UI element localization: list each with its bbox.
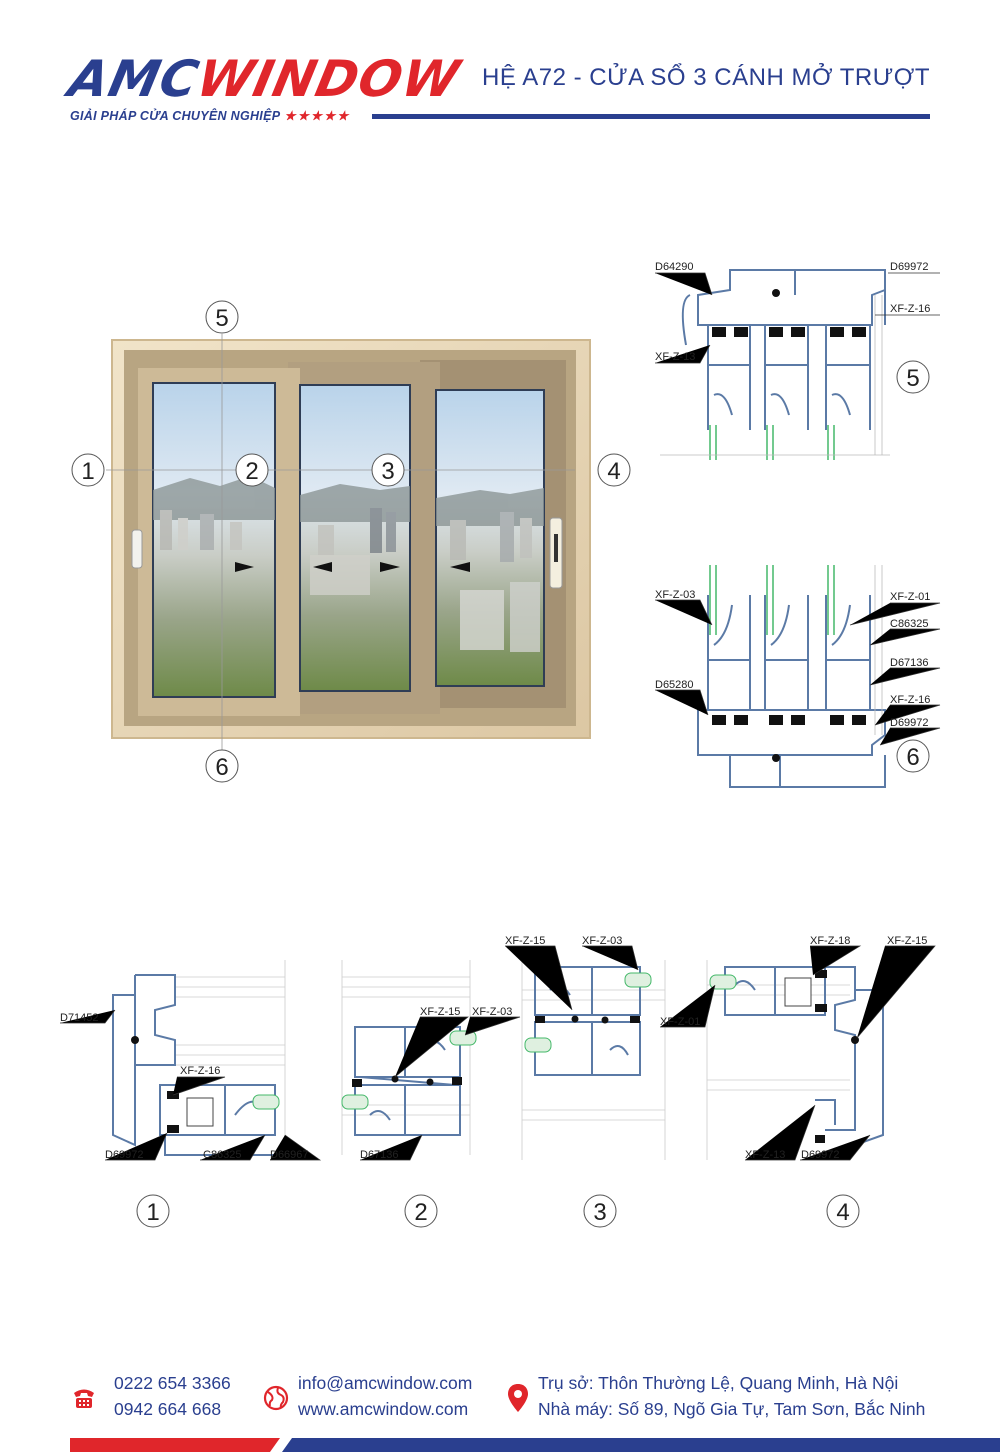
marker-3: 3	[371, 453, 405, 487]
slide-arrow-right	[380, 562, 400, 572]
svg-text:XF-Z-03: XF-Z-03	[582, 935, 622, 947]
svg-text:XF-Z-03: XF-Z-03	[472, 1006, 512, 1018]
svg-text:D67136: D67136	[360, 1149, 399, 1161]
tagline-text: GIẢI PHÁP CỬA CHUYÊN NGHIỆP	[70, 109, 281, 123]
svg-text:1: 1	[81, 458, 94, 485]
svg-text:5: 5	[906, 365, 919, 392]
marker-5: 5	[205, 300, 239, 334]
svg-text:XF-Z-18: XF-Z-18	[810, 935, 850, 947]
section-2: XF-Z-15 XF-Z-03 D67136 2	[341, 960, 521, 1228]
svg-text:D69972: D69972	[890, 261, 929, 273]
phone-1[interactable]: 0222 654 3366	[114, 1373, 231, 1393]
marker-2: 2	[235, 453, 269, 487]
svg-text:C86325: C86325	[890, 618, 929, 630]
logo-window: WINDOW	[191, 50, 466, 108]
header-divider	[372, 114, 930, 119]
svg-text:XF-Z-15: XF-Z-15	[887, 935, 927, 947]
logo-tagline: GIẢI PHÁP CỬA CHUYÊN NGHIỆP★★★★★	[70, 108, 350, 123]
svg-text:XF-Z-15: XF-Z-15	[505, 935, 545, 947]
slide-arrow-right	[235, 562, 254, 572]
svg-text:6: 6	[215, 754, 228, 781]
footer-web: info@amcwindow.com www.amcwindow.com	[298, 1370, 472, 1422]
svg-text:XF-Z-16: XF-Z-16	[890, 694, 930, 706]
section-bottom-6: XF-Z-03 XF-Z-01 C86325 D67136 D65280 XF-…	[655, 565, 941, 788]
address-factory: Nhà máy: Số 89, Ngõ Gia Tự, Tam Sơn, Bắc…	[538, 1399, 926, 1419]
svg-text:D67136: D67136	[890, 657, 929, 669]
logo-amc: AMC	[63, 50, 205, 108]
section-top-5: D64290 D69972 XF-Z-16 XF-Z-13 5	[655, 261, 940, 460]
logo: AMCWINDOW	[64, 50, 465, 108]
globe-icon	[263, 1385, 289, 1411]
address-head-office: Trụ sở: Thôn Thường Lệ, Quang Minh, Hà N…	[538, 1373, 899, 1393]
marker-6: 6	[205, 749, 239, 783]
svg-text:XF-Z-16: XF-Z-16	[890, 303, 930, 315]
marker-4-section: 4	[826, 1194, 860, 1228]
svg-text:2: 2	[414, 1199, 427, 1226]
svg-text:D69972: D69972	[801, 1149, 840, 1161]
svg-text:D64290: D64290	[655, 261, 694, 273]
section-4: XF-Z-18 XF-Z-15 XF-Z-01 XF-Z-13 D69972 4	[660, 935, 936, 1228]
phone-icon	[74, 1389, 94, 1408]
marker-4: 4	[597, 453, 631, 487]
marker-6-detail: 6	[896, 739, 930, 773]
footer-phones: 0222 654 3366 0942 664 668	[114, 1370, 231, 1422]
svg-text:1: 1	[146, 1199, 159, 1226]
section-3: XF-Z-15 XF-Z-03 3	[505, 935, 666, 1228]
svg-text:C86325: C86325	[203, 1149, 242, 1161]
marker-5-detail: 5	[896, 360, 930, 394]
footer-bar	[70, 1438, 1000, 1452]
slide-arrow-left	[313, 562, 332, 572]
svg-text:D69972: D69972	[105, 1149, 144, 1161]
footer-addresses: Trụ sở: Thôn Thường Lệ, Quang Minh, Hà N…	[538, 1370, 925, 1422]
svg-text:D65280: D65280	[655, 679, 694, 691]
svg-text:6: 6	[906, 744, 919, 771]
phone-2[interactable]: 0942 664 668	[114, 1399, 222, 1419]
svg-text:D71452: D71452	[60, 1012, 99, 1024]
svg-text:XF-Z-01: XF-Z-01	[660, 1016, 700, 1028]
email-link[interactable]: info@amcwindow.com	[298, 1373, 473, 1393]
svg-text:XF-Z-15: XF-Z-15	[420, 1006, 460, 1018]
svg-text:4: 4	[607, 458, 620, 485]
marker-1-section: 1	[136, 1194, 170, 1228]
section-1: D71452 XF-Z-16 D69972 C86325 D66967 1	[60, 960, 322, 1228]
marker-3-section: 3	[583, 1194, 617, 1228]
svg-text:XF-Z-13: XF-Z-13	[745, 1149, 785, 1161]
svg-text:D69972: D69972	[890, 717, 929, 729]
svg-text:3: 3	[593, 1199, 606, 1226]
website-link[interactable]: www.amcwindow.com	[298, 1399, 469, 1419]
marker-2-section: 2	[404, 1194, 438, 1228]
slide-arrow-left	[450, 562, 470, 572]
svg-text:XF-Z-03: XF-Z-03	[655, 589, 695, 601]
svg-text:XF-Z-13: XF-Z-13	[655, 351, 695, 363]
window-elevation: 5 1 2 3 4 6	[71, 300, 631, 783]
tagline-stars: ★★★★★	[284, 109, 351, 123]
location-pin-icon	[508, 1384, 528, 1412]
svg-text:3: 3	[381, 458, 394, 485]
svg-text:5: 5	[215, 305, 228, 332]
page-title: HỆ A72 - CỬA SỔ 3 CÁNH MỞ TRƯỢT	[482, 64, 930, 91]
svg-text:XF-Z-16: XF-Z-16	[180, 1065, 220, 1077]
svg-text:4: 4	[836, 1199, 849, 1226]
svg-text:D66967: D66967	[270, 1149, 309, 1161]
svg-text:2: 2	[245, 458, 258, 485]
marker-1: 1	[71, 453, 105, 487]
svg-text:XF-Z-01: XF-Z-01	[890, 591, 930, 603]
